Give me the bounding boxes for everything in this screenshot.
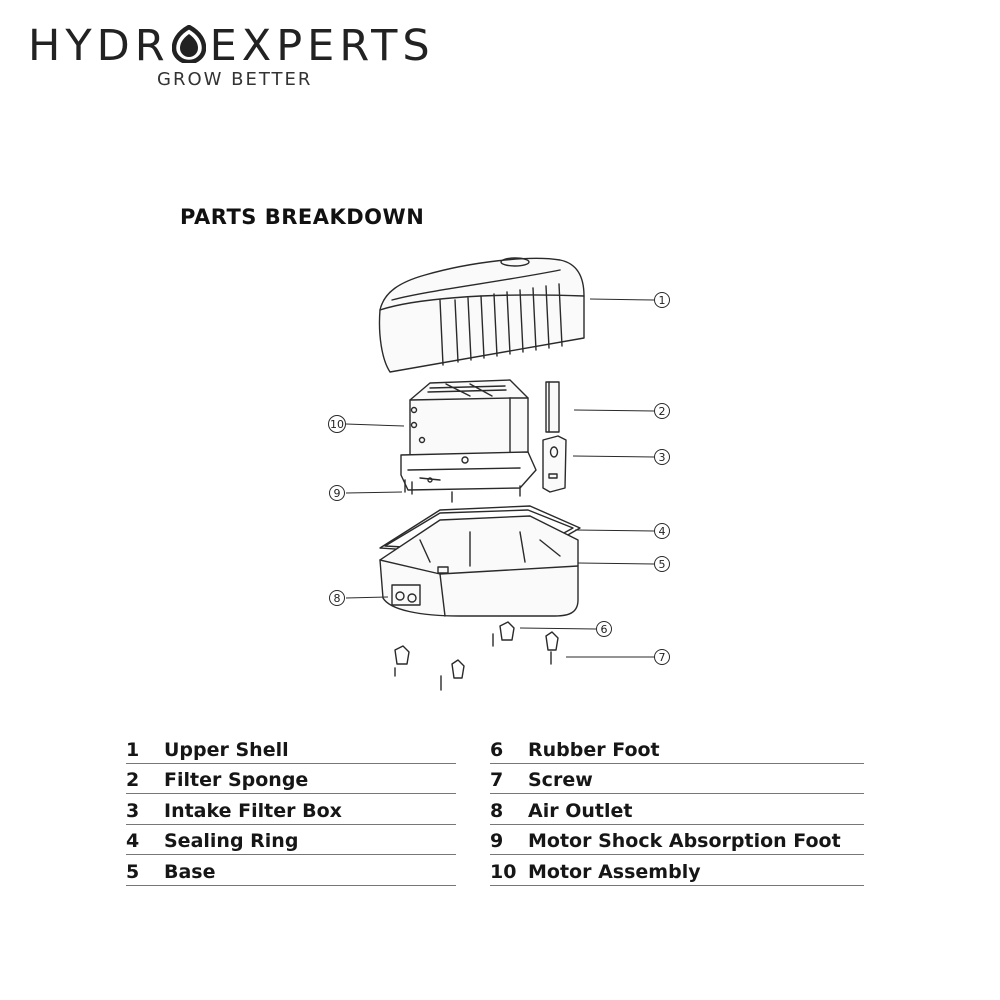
brand-name-part2: EXPERTS: [209, 21, 435, 71]
legend-row: 8 Air Outlet: [490, 794, 864, 825]
intake-filter-box-drawing: [542, 435, 567, 493]
legend-row: 9 Motor Shock Absorption Foot: [490, 825, 864, 855]
legend-number: 3: [126, 799, 140, 822]
callout-7: 7: [659, 651, 666, 664]
section-title: PARTS BREAKDOWN: [180, 205, 425, 229]
legend-number: 8: [490, 799, 504, 822]
legend-number: 2: [126, 769, 140, 791]
legend-row: 1 Upper Shell: [126, 733, 456, 764]
exploded-parts-diagram: 1 2 3 4 5 6 7 8 9 10: [328, 257, 670, 691]
legend-number: 7: [490, 769, 504, 791]
legend-row: 4 Sealing Ring: [126, 825, 456, 855]
legend-row: 6 Rubber Foot: [490, 733, 864, 764]
brand-name-part1: HYDR: [28, 21, 170, 71]
legend-number: 4: [126, 830, 140, 852]
legend-row: 7 Screw: [490, 764, 864, 794]
legend-label: Motor Assembly: [528, 860, 701, 883]
parts-legend-left: 1 Upper Shell 2 Filter Sponge 3 Intake F…: [126, 733, 456, 886]
base-drawing: [379, 515, 579, 617]
legend-label: Filter Sponge: [164, 769, 309, 791]
callout-3: 3: [659, 451, 666, 464]
legend-number: 9: [490, 830, 504, 852]
legend-row: 10 Motor Assembly: [490, 855, 864, 886]
legend-label: Upper Shell: [164, 738, 289, 761]
callout-1: 1: [659, 294, 666, 307]
rubber-feet-and-screws-drawing: [394, 621, 559, 691]
legend-row: 2 Filter Sponge: [126, 764, 456, 794]
upper-shell-drawing: [378, 257, 585, 373]
callout-6: 6: [601, 623, 608, 636]
legend-number: 1: [126, 738, 140, 761]
water-drop-icon: [171, 25, 206, 63]
legend-label: Air Outlet: [528, 799, 633, 822]
motor-assembly-drawing: [400, 379, 537, 503]
legend-number: 10: [490, 860, 517, 883]
callout-4: 4: [659, 525, 666, 538]
legend-label: Sealing Ring: [164, 830, 299, 852]
legend-label: Base: [164, 860, 216, 883]
legend-label: Motor Shock Absorption Foot: [528, 830, 841, 852]
brand-logo: HYDR EXPERTS GROW BETTER: [28, 22, 468, 92]
callout-8: 8: [334, 592, 341, 605]
legend-label: Screw: [528, 769, 593, 791]
brand-tagline: GROW BETTER: [157, 69, 313, 90]
legend-label: Rubber Foot: [528, 738, 660, 761]
filter-sponge-drawing: [545, 381, 560, 433]
callout-9: 9: [334, 487, 341, 500]
parts-legend-right: 6 Rubber Foot 7 Screw 8 Air Outlet 9 Mot…: [490, 733, 864, 886]
callout-10: 10: [330, 418, 344, 431]
legend-row: 3 Intake Filter Box: [126, 794, 456, 825]
legend-number: 5: [126, 860, 140, 883]
legend-label: Intake Filter Box: [164, 799, 342, 822]
callout-5: 5: [659, 558, 666, 571]
legend-row: 5 Base: [126, 855, 456, 886]
legend-number: 6: [490, 738, 504, 761]
callout-2: 2: [659, 405, 666, 418]
brand-wordmark: HYDR EXPERTS: [28, 22, 435, 70]
